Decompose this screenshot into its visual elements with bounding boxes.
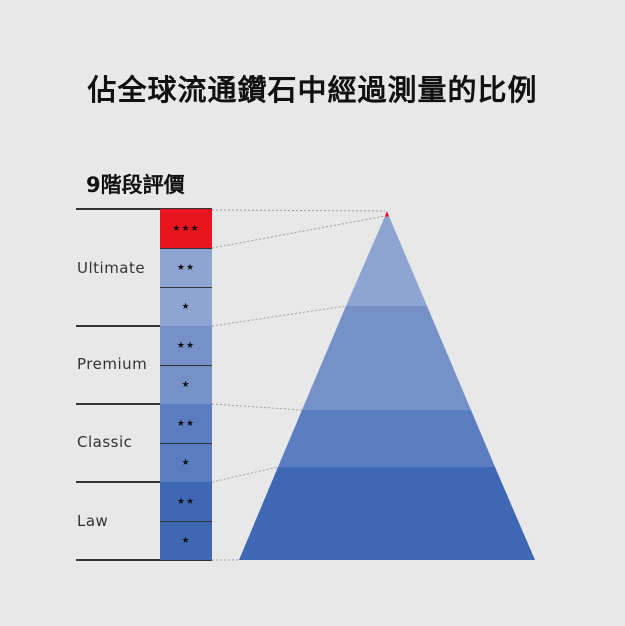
tier-label-classic: Classic — [77, 433, 133, 451]
grade-cell-classic-2star: ★★ — [160, 404, 212, 443]
tier-divider — [76, 208, 212, 210]
pyramid-layer-classic — [278, 410, 495, 467]
grade-cell-law-2star: ★★ — [160, 482, 212, 521]
connector-line — [211, 305, 347, 327]
tier-divider — [76, 403, 212, 405]
tier-label-ultimate: Ultimate — [77, 259, 146, 277]
star-rating: ★★★ — [172, 223, 200, 234]
pyramid-layer-premium — [302, 306, 471, 410]
grade-cell-premium-2star: ★★ — [160, 326, 212, 365]
connector-line — [211, 215, 386, 249]
connector-line — [211, 466, 279, 483]
grade-cell-ultimate-2star: ★★ — [160, 248, 212, 287]
tier-divider — [76, 559, 212, 561]
star-rating: ★★ — [176, 496, 196, 507]
grade-separator — [160, 443, 212, 444]
grade-separator — [160, 248, 212, 249]
page-title: 佔全球流通鑽石中經過測量的比例 — [87, 73, 538, 107]
tier-label-premium: Premium — [77, 355, 148, 373]
tier-divider — [76, 481, 212, 483]
grade-cell-premium-1star: ★ — [160, 365, 212, 404]
grade-separator — [160, 521, 212, 522]
connector-line — [211, 209, 386, 212]
grade-cell-3star-top: ★★★ — [160, 209, 212, 248]
grade-separator — [160, 287, 212, 288]
pyramid-layer-ultimate — [346, 216, 427, 306]
star-rating: ★ — [181, 535, 191, 546]
grade-cell-law-1star: ★ — [160, 521, 212, 560]
star-rating: ★ — [181, 457, 191, 468]
grade-cell-classic-1star: ★ — [160, 443, 212, 482]
star-rating: ★ — [181, 379, 191, 390]
tier-label-law: Law — [77, 512, 109, 530]
pyramid-apex — [384, 211, 390, 217]
star-rating: ★★ — [176, 262, 196, 273]
tier-divider — [76, 325, 212, 327]
grade-separator — [160, 365, 212, 366]
star-rating: ★ — [181, 301, 191, 312]
grade-cell-ultimate-1star: ★ — [160, 287, 212, 326]
star-rating: ★★ — [176, 340, 196, 351]
grade-scale-heading: 9階段評價 — [86, 173, 185, 197]
star-rating: ★★ — [176, 418, 196, 429]
connector-line — [211, 403, 303, 411]
pyramid-layer-law — [239, 467, 535, 560]
